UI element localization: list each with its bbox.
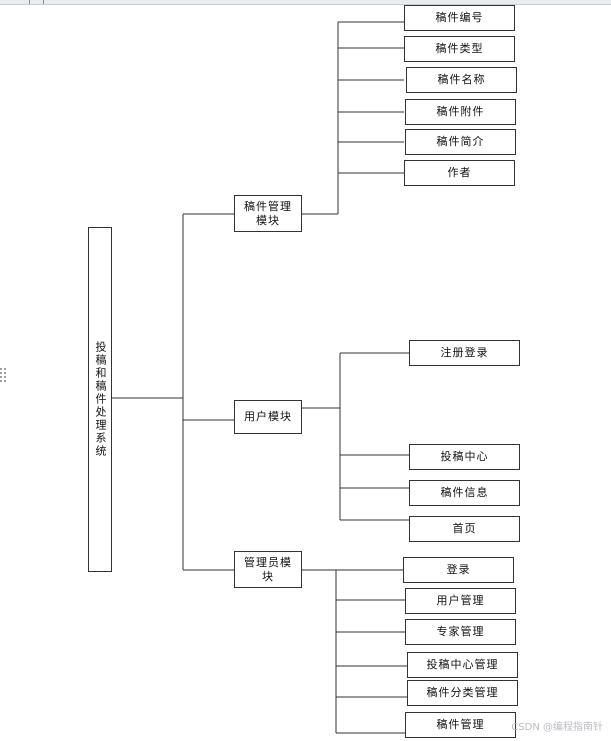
node-admin-login: 登录 (403, 557, 514, 583)
module-manuscript-management: 稿件管理模块 (234, 195, 302, 232)
node-manuscript-type: 稿件类型 (404, 36, 515, 62)
node-manuscript-management: 稿件管理 (405, 712, 516, 738)
node-manuscript-attachment: 稿件附件 (405, 99, 516, 125)
module-user: 用户模块 (234, 400, 302, 434)
node-register-login: 注册登录 (409, 340, 520, 366)
node-home: 首页 (409, 516, 520, 542)
root-node: 投稿和稿件处理系统 (88, 227, 112, 572)
node-author: 作者 (404, 160, 515, 186)
node-category-management: 稿件分类管理 (407, 680, 518, 706)
top-bar-tick (29, 0, 30, 4)
drag-handle-icon[interactable] (0, 368, 8, 382)
node-manuscript-id: 稿件编号 (404, 5, 515, 31)
node-manuscript-info: 稿件信息 (409, 480, 520, 506)
watermark: CSDN @编程指南针 (511, 722, 603, 733)
node-submission-center-management: 投稿中心管理 (407, 652, 518, 678)
module-admin: 管理员模块 (234, 551, 302, 588)
node-expert-management: 专家管理 (405, 619, 516, 645)
node-manuscript-summary: 稿件简介 (405, 129, 516, 155)
node-submission-center: 投稿中心 (409, 444, 520, 470)
node-manuscript-name: 稿件名称 (406, 67, 517, 93)
node-user-management: 用户管理 (405, 588, 516, 614)
window-top-bar (0, 0, 611, 5)
top-bar-tick (43, 0, 44, 4)
